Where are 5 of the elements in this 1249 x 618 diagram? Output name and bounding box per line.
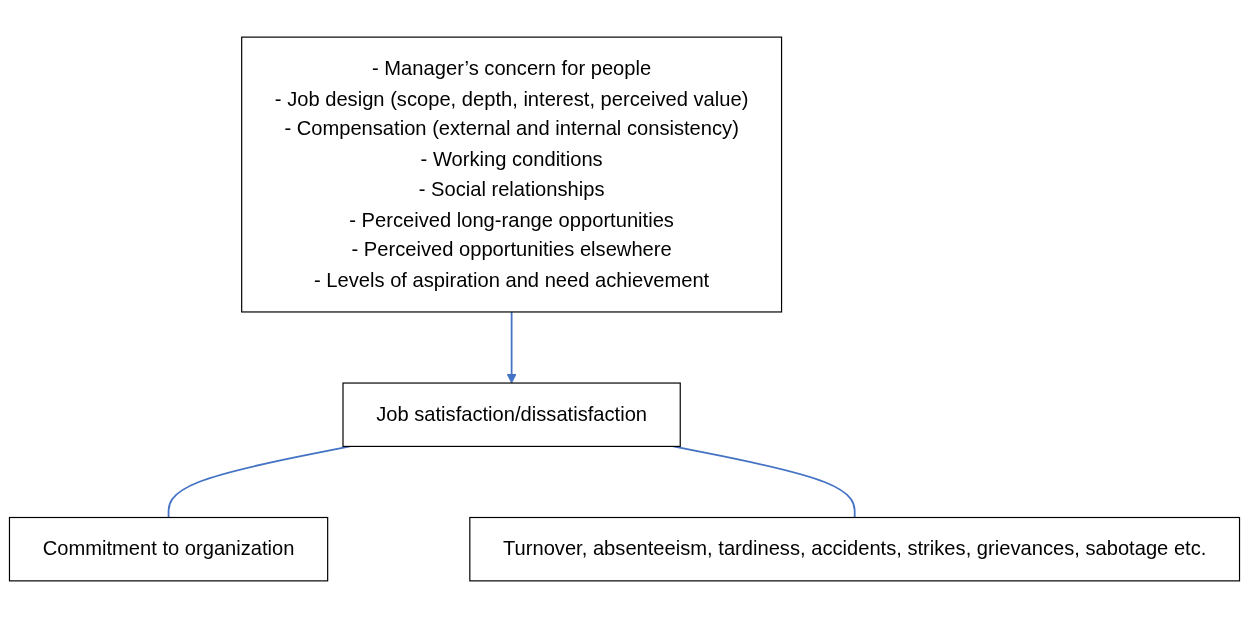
node-box: - Manager’s concern for people - Job design (scope, depth, interest, perceived value) - Compensation (external and internal consistency) - Working conditions - Social relationships - Perceived long-range opportunities - Perceived opportunities elsewhere - Levels of aspiration and need achievement xyxy=(241,36,783,313)
node-box: Turnover, absenteeism, tardiness, accidents, strikes, grievances, sabotage etc. xyxy=(469,516,1241,582)
node-box: Job satisfaction/dissatisfaction xyxy=(342,382,681,447)
arrow xyxy=(506,311,517,384)
node-box: Commitment to organization xyxy=(8,516,329,582)
